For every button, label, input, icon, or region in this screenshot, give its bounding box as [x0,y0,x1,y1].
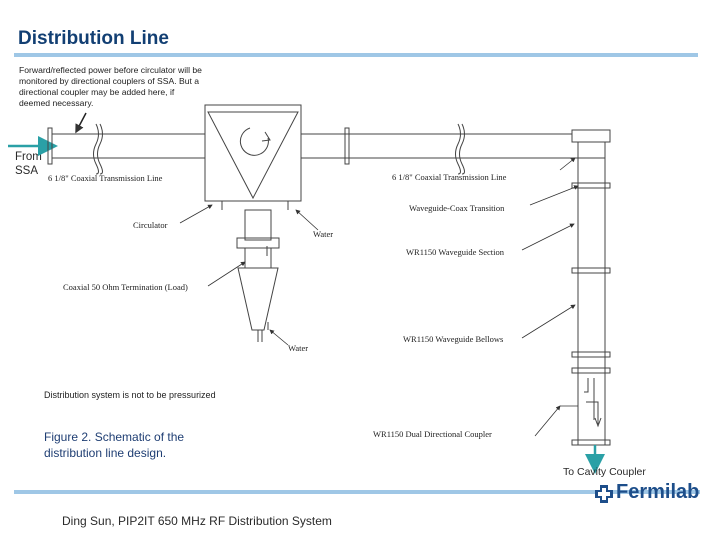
title-rule [14,53,698,57]
vertical-waveguide [571,129,611,446]
from-label-line2: SSA [15,165,39,177]
coax-left-label: 6 1/8" Coaxial Transmission Line [48,173,163,183]
logo-text: Fermilab [616,481,700,503]
bellows-label: WR1150 Waveguide Bellows [403,334,503,344]
right-coax-line [301,123,605,175]
caption-line2: distribution line design. [44,446,167,460]
slide-title: Distribution Line [18,28,169,49]
pressure-note: Distribution system is not to be pressur… [44,390,216,400]
leader-lines [179,157,579,437]
circulator-label: Circulator [133,220,168,230]
waveguide-section-label: WR1150 Waveguide Section [406,247,505,257]
caption-line1: Figure 2. Schematic of the [44,430,185,444]
monitor-note: Forward/reflected power before circulato… [19,65,202,108]
load-label: Coaxial 50 Ohm Termination (Load) [63,282,188,292]
to-cavity-label: To Cavity Coupler [563,466,646,478]
footer-text: Ding Sun, PIP2IT 650 MHz RF Distribution… [62,514,332,528]
water-label-2: Water [288,343,308,353]
from-label-line1: From [15,151,42,163]
note-pointer-arrow [75,112,87,134]
water-label-1: Water [313,229,333,239]
load-termination [236,209,280,342]
circulator-box [204,104,302,210]
figure-caption: Figure 2. Schematic of the distribution … [44,429,234,461]
left-coax-line [47,123,205,175]
bottom-rule [14,490,700,494]
coupler-label: WR1150 Dual Directional Coupler [373,429,492,439]
coax-right-label: 6 1/8" Coaxial Transmission Line [392,172,507,182]
waveguide-coax-label: Waveguide-Coax Transition [409,203,505,213]
fermilab-mark-icon [595,485,613,503]
from-ssa-label: From SSA [15,150,42,178]
